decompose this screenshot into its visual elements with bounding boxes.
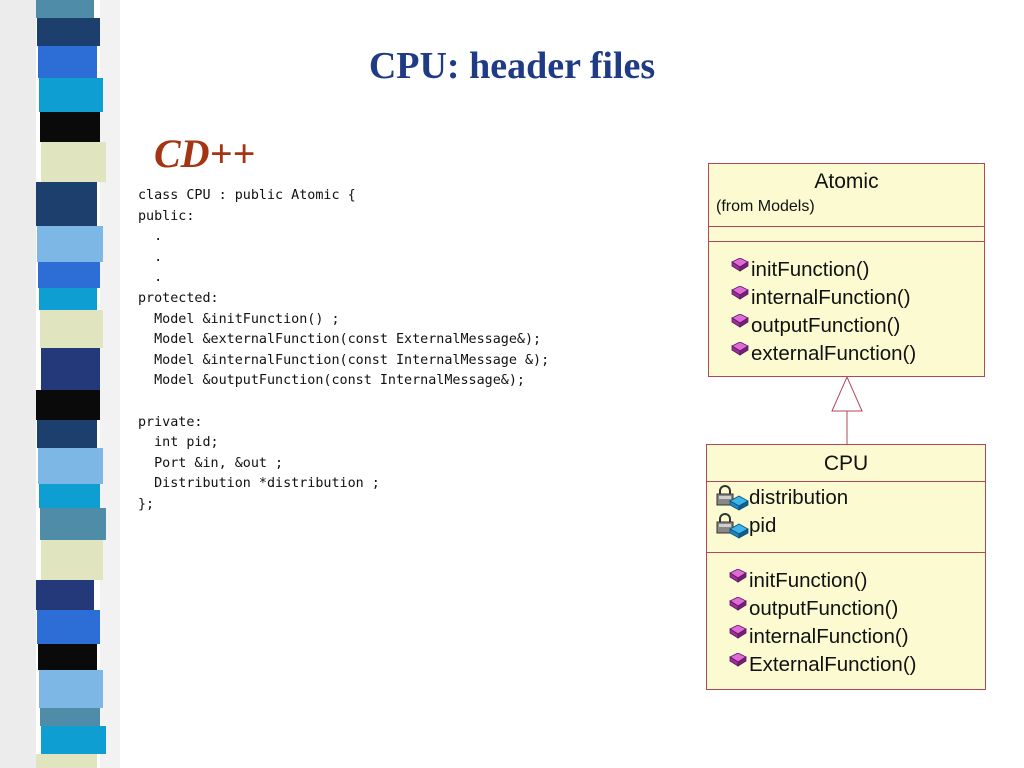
attribute-label: distribution — [749, 486, 849, 509]
stripe-block — [39, 288, 97, 310]
code-line: Model &externalFunction(const ExternalMe… — [138, 332, 542, 348]
uml-class-cpu: CPU distribution pid initFunction() output… — [706, 444, 986, 690]
attribute-label: pid — [749, 514, 777, 537]
operation: outputFunction() — [729, 595, 985, 623]
operation-label: internalFunction() — [749, 625, 909, 648]
stripe-block — [37, 610, 100, 644]
stripe-block — [36, 580, 94, 610]
operation-label: externalFunction() — [751, 342, 917, 365]
attributes-section: distribution pid — [707, 481, 985, 552]
operation-label: outputFunction() — [749, 597, 899, 620]
inheritance-arrow-head — [831, 375, 863, 412]
attribute: distribution — [715, 484, 985, 512]
stripe-block — [40, 310, 103, 348]
code-line: . — [138, 229, 163, 245]
stripe-block — [41, 726, 106, 754]
stripe-block — [39, 484, 100, 508]
stripe-block — [39, 78, 103, 112]
stripe-block — [38, 46, 97, 78]
public-operation-icon — [731, 314, 749, 328]
operation: externalFunction() — [731, 340, 984, 368]
stripe-block — [41, 348, 100, 390]
stripe-block — [38, 448, 103, 484]
stripe-block — [36, 390, 100, 420]
stripe-block — [37, 420, 97, 448]
class-name: Atomic — [814, 170, 879, 193]
code-line: public: — [138, 208, 195, 224]
code-line: Distribution *distribution ; — [138, 476, 380, 492]
class-stereotype: (from Models) — [716, 198, 815, 215]
code-block: class CPU : public Atomic { public: . . .… — [138, 186, 549, 516]
code-line: . — [138, 249, 163, 265]
stripe-block — [41, 142, 106, 182]
code-line: Model &initFunction() ; — [138, 311, 340, 327]
stripe-block — [41, 540, 103, 580]
operation-label: ExternalFunction() — [749, 653, 917, 676]
public-operation-icon — [731, 342, 749, 356]
public-operation-icon — [729, 625, 747, 639]
uml-class-atomic: Atomic (from Models) initFunction() inter… — [708, 163, 985, 377]
code-line: Model &outputFunction(const InternalMess… — [138, 373, 525, 389]
code-line: protected: — [138, 290, 219, 306]
stripe-block — [40, 112, 100, 142]
code-line: }; — [138, 496, 155, 512]
slide-subtitle: CD++ — [154, 131, 256, 176]
operation-label: outputFunction() — [751, 314, 901, 337]
decorative-stripe — [0, 0, 120, 768]
attributes-section — [709, 226, 984, 241]
public-operation-icon — [729, 597, 747, 611]
operation: initFunction() — [729, 567, 985, 595]
operation: internalFunction() — [731, 284, 984, 312]
code-line: private: — [138, 414, 203, 430]
stripe-block — [40, 508, 106, 540]
slide-title: CPU: header files — [368, 45, 656, 87]
public-operation-icon — [729, 569, 747, 583]
class-name: CPU — [823, 452, 869, 475]
operation-label: initFunction() — [749, 569, 868, 592]
stripe-block — [36, 0, 94, 18]
code-line: . — [138, 270, 163, 286]
public-operation-icon — [731, 258, 749, 272]
code-line: int pid; — [138, 435, 219, 451]
attribute: pid — [715, 512, 985, 540]
code-line: class CPU : public Atomic { — [138, 188, 356, 203]
stripe-block — [36, 754, 97, 768]
stripe-block — [38, 644, 97, 670]
public-operation-icon — [729, 653, 747, 667]
stripe-block — [36, 182, 97, 226]
operation-label: initFunction() — [751, 258, 870, 281]
operations-section: initFunction() internalFunction() outputFu… — [709, 241, 984, 368]
code-line: Model &internalFunction(const InternalMe… — [138, 352, 550, 368]
stripe-block — [37, 226, 103, 262]
stripe-shadow — [0, 0, 36, 768]
public-operation-icon — [731, 286, 749, 300]
stripe-block — [37, 18, 100, 46]
stripe-block — [40, 708, 100, 726]
stripe-block — [39, 670, 103, 708]
stripe-shadow — [100, 0, 120, 768]
operation: outputFunction() — [731, 312, 984, 340]
operations-section: initFunction() outputFunction() internalFu… — [707, 552, 985, 679]
private-attribute-icon — [716, 485, 749, 511]
operation-label: internalFunction() — [751, 286, 911, 309]
stripe-block — [38, 262, 100, 288]
operation: ExternalFunction() — [729, 651, 985, 679]
operation: internalFunction() — [729, 623, 985, 651]
code-line — [138, 392, 549, 413]
code-line: Port &in, &out ; — [138, 455, 284, 471]
private-attribute-icon — [716, 513, 749, 539]
operation: initFunction() — [731, 256, 984, 284]
